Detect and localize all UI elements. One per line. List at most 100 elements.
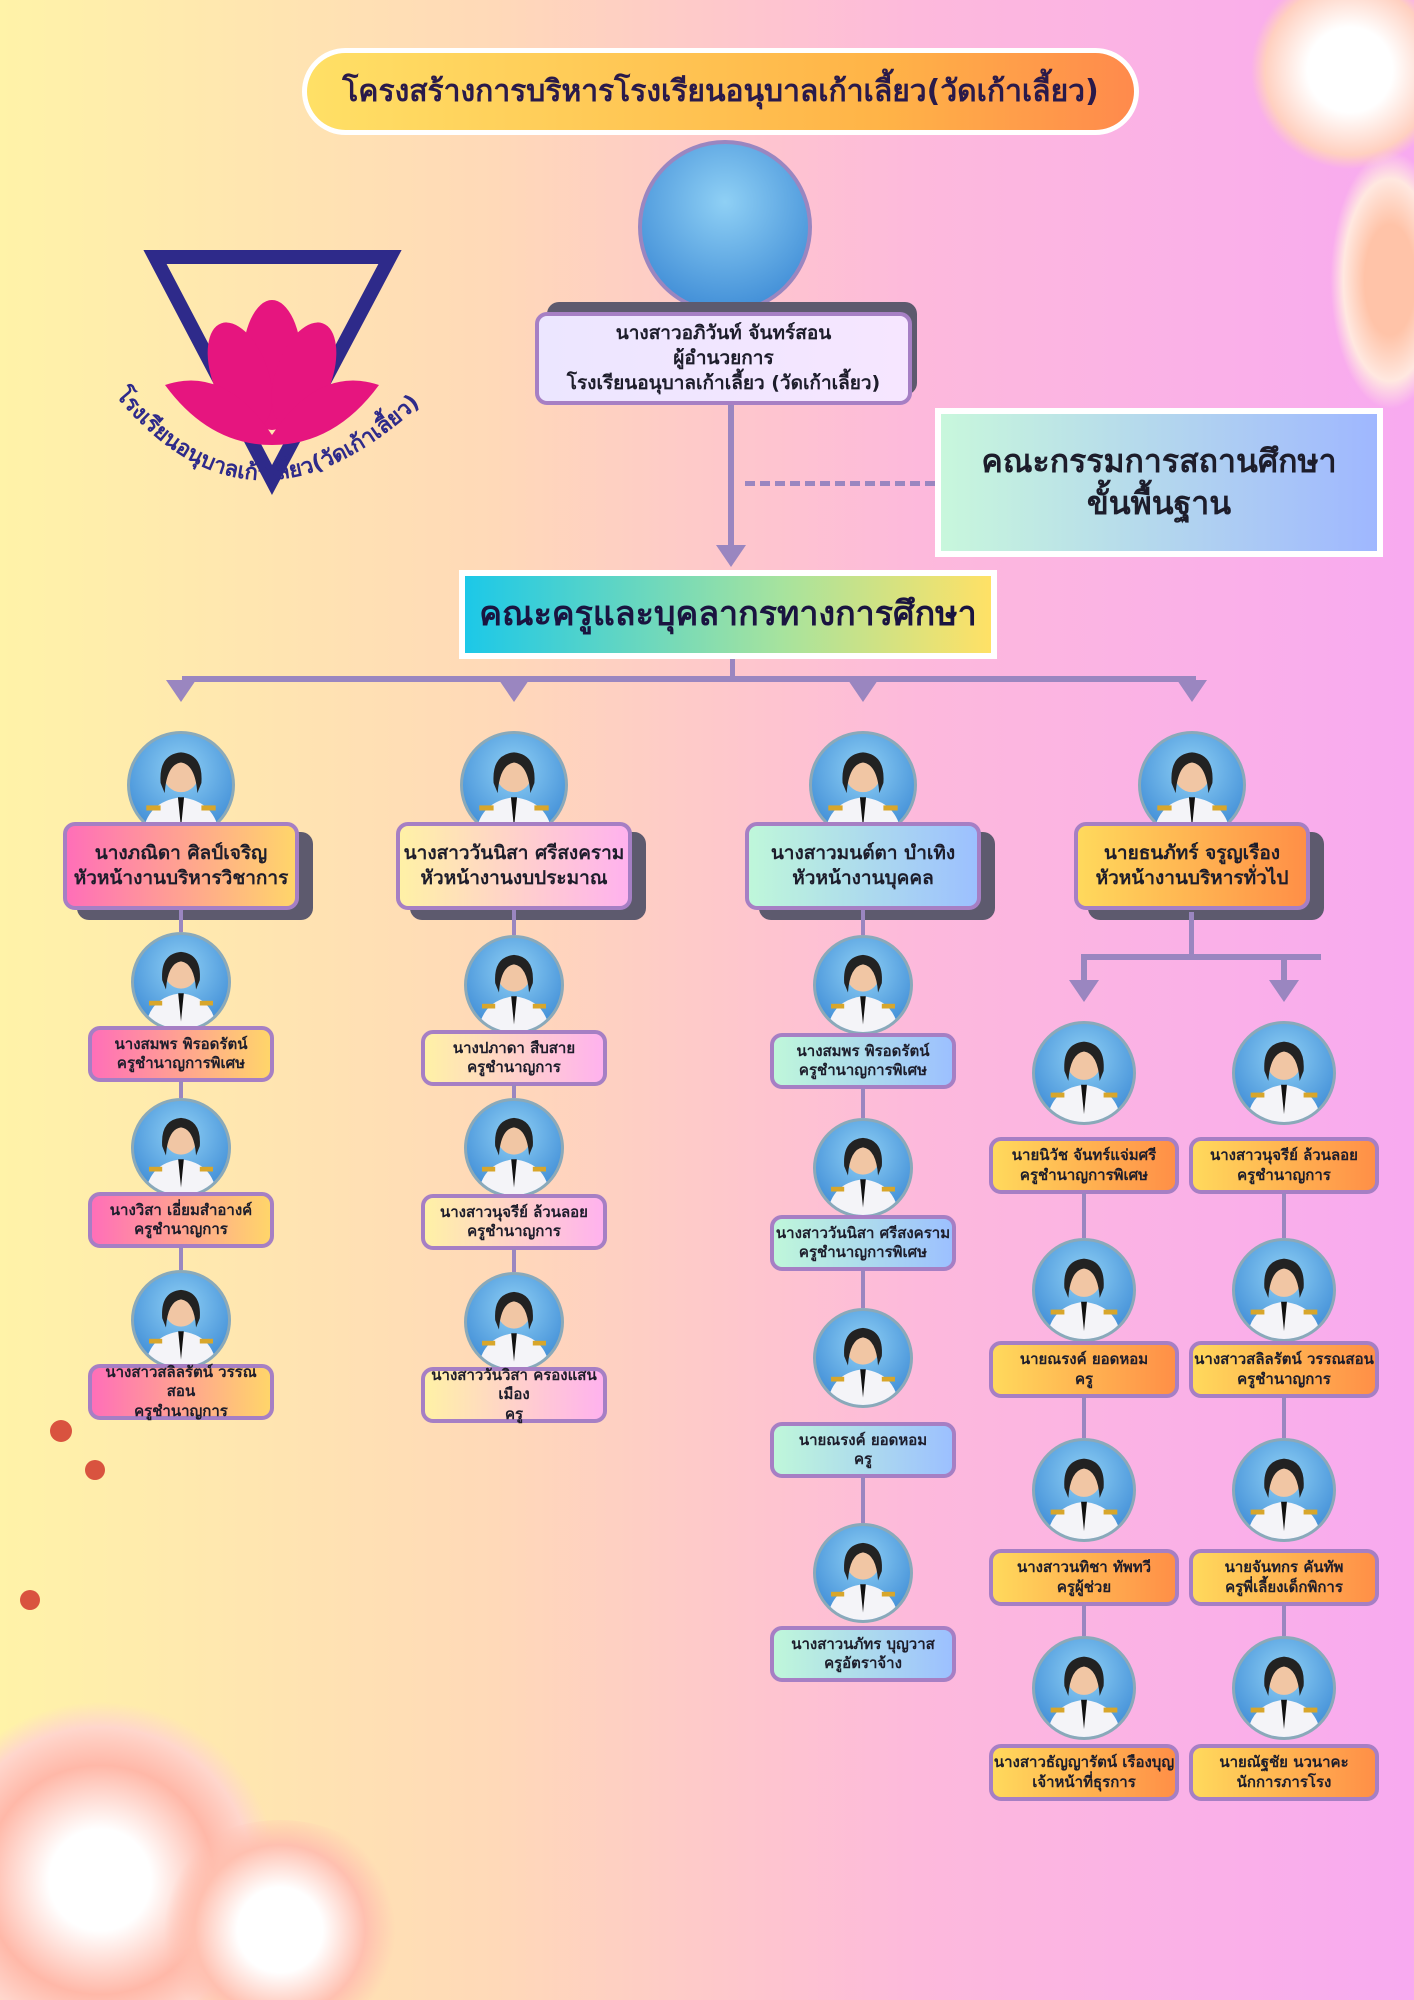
member-box[interactable]: นางสาวธัญญารัตน์ เรืองบุญเจ้าหน้าที่ธุรก… bbox=[989, 1744, 1179, 1801]
committee-line1: คณะกรรมการสถานศึกษา bbox=[981, 441, 1337, 480]
committee-line2: ขั้นพื้นฐาน bbox=[1086, 483, 1232, 522]
person-name: นางสาววันวิสา ครองแสนเมือง bbox=[431, 1365, 597, 1404]
person-photo bbox=[1138, 731, 1246, 839]
person-name: นายณรงค์ ยอดหอม bbox=[1019, 1350, 1149, 1368]
member-box[interactable]: นางสาวนุจรีย์ ล้วนลอยครูชำนาญการ bbox=[1189, 1137, 1379, 1194]
person-role: ครูชำนาญการพิเศษ bbox=[1019, 1165, 1149, 1184]
person-photo bbox=[131, 1270, 231, 1370]
school-logo: โรงเรียนอนุบาลเก้าเลี้ยว(วัดเก้าเลี้ยว) bbox=[110, 250, 425, 496]
arrow-down-icon bbox=[716, 545, 746, 567]
person-photo bbox=[131, 932, 231, 1032]
staff-banner[interactable]: คณะครูและบุคลากรทางการศึกษา bbox=[459, 570, 997, 659]
person-name: นางสาวนุจรีย์ ล้วนลอย bbox=[1210, 1146, 1358, 1164]
person-role: หัวหน้างานงบประมาณ bbox=[420, 867, 608, 889]
committee-box[interactable]: คณะกรรมการสถานศึกษา ขั้นพื้นฐาน bbox=[935, 408, 1383, 557]
person-photo bbox=[464, 1098, 564, 1198]
member-box[interactable]: นางสาววันวิสา ครองแสนเมืองครู bbox=[421, 1365, 607, 1423]
person-name: นายณัฐชัย นวนาคะ bbox=[1219, 1753, 1349, 1771]
member-box[interactable]: นางสาวนุจรีย์ ล้วนลอยครูชำนาญการ bbox=[421, 1194, 607, 1250]
person-role: ครูพี่เลี้ยงเด็กพิการ bbox=[1225, 1577, 1343, 1596]
connector-line bbox=[179, 1247, 183, 1270]
department-head-box[interactable]: นางสาวมนต์ตา บำเทิงหัวหน้างานบุคคล bbox=[745, 822, 981, 910]
member-box[interactable]: นางสาวนทิชา ทัพทวีครูผู้ช่วย bbox=[989, 1549, 1179, 1606]
person-name: นายธนภัทร์ จรูญเรือง bbox=[1103, 842, 1281, 865]
member-box[interactable]: นายณัฐชัย นวนาคะนักการภารโรง bbox=[1189, 1744, 1379, 1801]
connector-line bbox=[511, 680, 517, 686]
connector-line bbox=[178, 680, 184, 686]
connector-line bbox=[1082, 1193, 1086, 1238]
member-box[interactable]: นางสมพร พิรอดรัตน์ครูชำนาญการพิเศษ bbox=[88, 1026, 274, 1082]
person-photo bbox=[464, 1272, 564, 1372]
director-school: โรงเรียนอนุบาลเก้าเลี้ยว (วัดเก้าเลี้ยว) bbox=[566, 371, 881, 394]
person-role: ครูอัตราจ้าง bbox=[824, 1654, 902, 1672]
person-name: นางสาวมนต์ตา บำเทิง bbox=[770, 842, 956, 865]
person-role: ครู bbox=[504, 1404, 524, 1423]
director-box[interactable]: นางสาวอภิวันท์ จันทร์สอน ผู้อำนวยการ โรง… bbox=[535, 312, 912, 405]
arrow-down-icon bbox=[499, 680, 529, 702]
member-box[interactable]: นายณรงค์ ยอดหอมครู bbox=[989, 1341, 1179, 1398]
connector-line bbox=[512, 1249, 516, 1272]
person-name: นางภณิดา ศิลป์เจริญ bbox=[94, 842, 268, 865]
connector-line bbox=[512, 910, 516, 935]
arrow-down-icon bbox=[1069, 980, 1099, 1002]
person-photo bbox=[813, 1308, 913, 1408]
member-box[interactable]: นางสาวสลิลรัตน์ วรรณสอนครูชำนาญการ bbox=[1189, 1341, 1379, 1398]
member-box[interactable]: นายจันทกร คันทัพครูพี่เลี้ยงเด็กพิการ bbox=[1189, 1549, 1379, 1606]
connector-horizontal-departments bbox=[182, 676, 1196, 682]
person-role: ครู bbox=[853, 1450, 873, 1468]
person-name: นางสาวธัญญารัตน์ เรืองบุญ bbox=[993, 1753, 1175, 1771]
department-head-box[interactable]: นางภณิดา ศิลป์เจริญหัวหน้างานบริหารวิชาก… bbox=[63, 822, 299, 910]
person-photo bbox=[1232, 1438, 1336, 1542]
member-box[interactable]: นายนิวัช จันทร์แจ่มศรีครูชำนาญการพิเศษ bbox=[989, 1137, 1179, 1194]
member-box[interactable]: นางสาวสลิลรัตน์ วรรณสอนครูชำนาญการ bbox=[88, 1363, 274, 1420]
person-name: นางวิสา เอี่ยมสำอางค์ bbox=[109, 1200, 253, 1219]
person-photo bbox=[464, 935, 564, 1035]
connector-line bbox=[860, 680, 866, 686]
person-role: เจ้าหน้าที่ธุรการ bbox=[1032, 1772, 1136, 1791]
connector-staff-down bbox=[730, 659, 735, 681]
person-role: ครูชำนาญการพิเศษ bbox=[798, 1061, 928, 1079]
member-box[interactable]: นางสาวนภัทร บุญวาสครูอัตราจ้าง bbox=[770, 1626, 956, 1682]
person-role: ครูชำนาญการ bbox=[467, 1058, 561, 1076]
person-name: นางสาวสลิลรัตน์ วรรณสอน bbox=[1194, 1350, 1374, 1368]
person-role: ครูผู้ช่วย bbox=[1056, 1577, 1112, 1596]
flower-decoration-bottom-left-2 bbox=[150, 1820, 410, 2000]
person-photo bbox=[1032, 1438, 1136, 1542]
member-box[interactable]: นางสมพร พิรอดรัตน์ครูชำนาญการพิเศษ bbox=[770, 1033, 956, 1089]
member-box[interactable]: นางวิสา เอี่ยมสำอางค์ครูชำนาญการ bbox=[88, 1192, 274, 1248]
person-name: นางสาววันนิสา ศรีสงคราม bbox=[775, 1223, 951, 1242]
person-photo bbox=[1232, 1238, 1336, 1342]
connector-line bbox=[1189, 680, 1195, 686]
member-box[interactable]: นางปภาดา สืบสายครูชำนาญการ bbox=[421, 1030, 607, 1086]
connector-line bbox=[512, 1085, 516, 1098]
person-photo bbox=[813, 1118, 913, 1218]
person-photo bbox=[1032, 1021, 1136, 1125]
department-head-box[interactable]: นายธนภัทร์ จรูญเรืองหัวหน้างานบริหารทั่ว… bbox=[1074, 822, 1310, 910]
person-role: นักการภารโรง bbox=[1236, 1772, 1332, 1791]
person-photo bbox=[1032, 1238, 1136, 1342]
person-photo bbox=[1232, 1021, 1336, 1125]
person-role: ครู bbox=[1074, 1369, 1094, 1388]
member-box[interactable]: นายณรงค์ ยอดหอมครู bbox=[770, 1422, 956, 1478]
connector-line bbox=[1282, 1397, 1286, 1438]
person-photo bbox=[131, 1098, 231, 1198]
flower-decoration-top-right bbox=[1250, 0, 1414, 170]
berry-decoration bbox=[20, 1590, 40, 1610]
person-name: นางสมพร พิรอดรัตน์ bbox=[796, 1041, 930, 1060]
person-photo bbox=[813, 935, 913, 1035]
person-role: ครูชำนาญการพิเศษ bbox=[116, 1054, 246, 1072]
person-photo bbox=[460, 731, 568, 839]
person-name: นายนิวัช จันทร์แจ่มศรี bbox=[1011, 1146, 1157, 1164]
person-name: นางสาวนุจรีย์ ล้วนลอย bbox=[440, 1202, 588, 1221]
member-box[interactable]: นางสาววันนิสา ศรีสงครามครูชำนาญการพิเศษ bbox=[770, 1215, 956, 1271]
person-role: หัวหน้างานบุคคล bbox=[792, 867, 934, 889]
department-head-box[interactable]: นางสาววันนิสา ศรีสงครามหัวหน้างานงบประมา… bbox=[396, 822, 632, 910]
person-name: นางปภาดา สืบสาย bbox=[452, 1038, 576, 1057]
person-photo bbox=[1232, 1636, 1336, 1740]
director-photo bbox=[638, 140, 812, 314]
connector-director-down bbox=[728, 405, 734, 550]
connector-line bbox=[1082, 1397, 1086, 1438]
director-name: นางสาวอภิวันท์ จันทร์สอน bbox=[615, 322, 832, 345]
arrow-down-icon bbox=[848, 680, 878, 702]
